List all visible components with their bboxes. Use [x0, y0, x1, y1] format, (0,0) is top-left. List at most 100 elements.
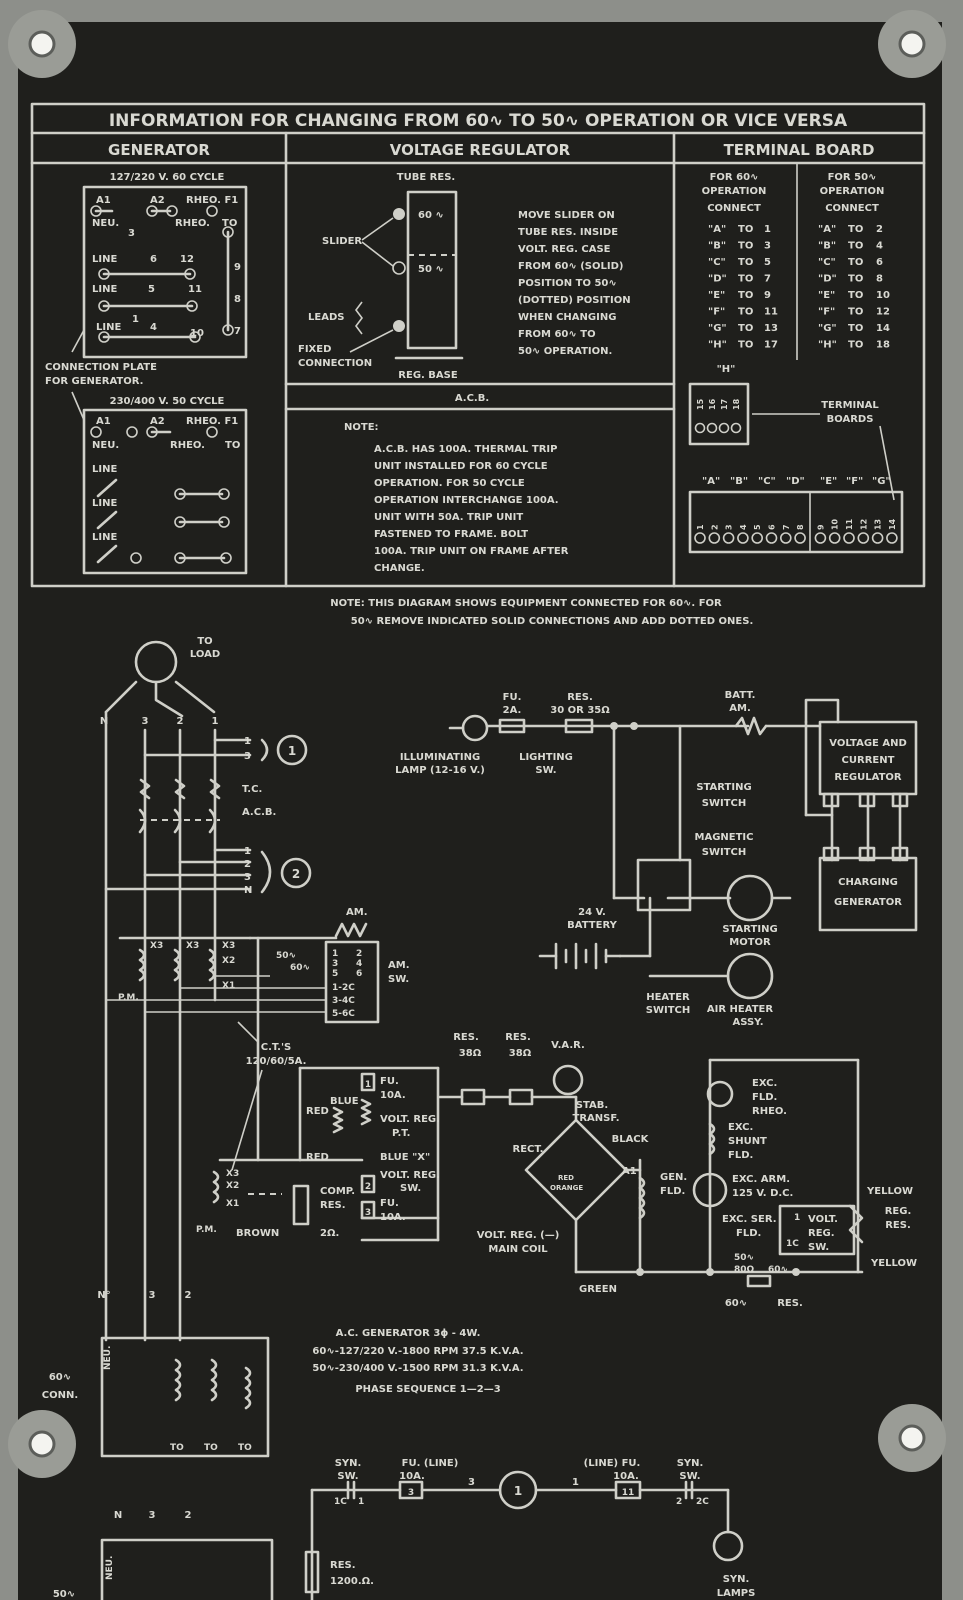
starting-motor-icon	[726, 874, 792, 922]
magnetic-sw-label: SWITCH	[702, 847, 746, 858]
slider-label: SLIDER	[322, 236, 362, 247]
syn-sw-label: SW.	[679, 1471, 700, 1482]
terminal-stud-icon	[90, 205, 234, 343]
res-label: RES.	[567, 692, 593, 703]
connect-to: TO	[738, 257, 753, 268]
meter-number: 1	[514, 1484, 522, 1498]
connect-to: TO	[848, 290, 863, 301]
batt-am-label: AM.	[729, 703, 751, 714]
connect-number: 10	[876, 290, 890, 301]
ct-tap: X3	[226, 1169, 239, 1179]
res-label: 60∿	[725, 1298, 747, 1309]
terminal-number: 4	[739, 524, 748, 530]
terminal-label: RHEO. F1	[186, 416, 238, 427]
tube-res-label: TUBE RES.	[397, 172, 455, 183]
comp-res-icon	[292, 1184, 310, 1226]
ammeter-icon	[334, 922, 368, 938]
connect-number: 8	[876, 274, 883, 285]
terminal-stud-icon	[828, 532, 841, 544]
connect-letter: "A"	[818, 224, 836, 235]
wire-color: BROWN	[236, 1228, 279, 1239]
generator-winding-icon	[174, 1358, 252, 1410]
ct-tap: X2	[222, 956, 235, 966]
gen-50-label: 230/400 V. 50 CYCLE	[110, 396, 225, 407]
pos-60: 60 ∿	[418, 210, 444, 221]
acb-note-line: OPERATION INTERCHANGE 100A.	[374, 495, 559, 506]
resistor-icon	[746, 1274, 772, 1288]
reg-res-label: REG.	[885, 1206, 912, 1217]
connect-number: 12	[876, 307, 890, 318]
mounting-hole-icon	[878, 1404, 946, 1472]
lamp-label: ILLUMINATING	[400, 752, 480, 763]
conn-60-label: 60∿	[49, 1372, 71, 1383]
instruction-line: FROM 60∿ TO	[518, 329, 596, 340]
terminal-stud-icon	[822, 792, 909, 862]
exc-rheo-icon	[706, 1080, 734, 1108]
exc-rheo-label: FLD.	[752, 1092, 777, 1103]
contact-label: 1C	[786, 1239, 799, 1249]
heater-sw-label: SWITCH	[646, 1005, 690, 1016]
phase-label: 2	[177, 716, 184, 727]
fixed-label: FIXED	[298, 344, 331, 355]
connect-number: 7	[764, 274, 771, 285]
terminal-label: 6	[150, 254, 157, 265]
connect-to: TO	[848, 307, 863, 318]
connect-to: TO	[848, 241, 863, 252]
terminal-number: 15	[696, 398, 705, 410]
terminal-stud-icon	[843, 532, 855, 544]
vr-sw2-label: SW.	[808, 1242, 829, 1253]
fuse-num: 1	[365, 1080, 371, 1090]
terminal-stud-icon	[737, 532, 749, 544]
vr-pt-label: P.T.	[392, 1128, 410, 1139]
terminal-stud-icon	[886, 532, 898, 544]
stab-label: STAB.	[576, 1100, 608, 1111]
terminal-number: 5	[753, 524, 762, 530]
sw-pair: 3-4C	[332, 996, 355, 1006]
acb-note-line: 100A. TRIP UNIT ON FRAME AFTER	[374, 546, 569, 557]
magnetic-switch-icon	[636, 858, 692, 912]
connect-number: 3	[764, 241, 771, 252]
terminal-stud-icon	[765, 532, 778, 544]
terminal-label: 8	[234, 294, 241, 305]
connect-to: TO	[738, 241, 753, 252]
terminal-stud-icon	[857, 532, 870, 544]
connect-heading: CONNECT	[707, 203, 761, 214]
meter-number: 2	[292, 867, 300, 881]
ct-tap: X2	[226, 1181, 239, 1191]
terminal-label: LINE	[96, 322, 121, 333]
connect-letter: "D"	[818, 274, 837, 285]
connect-letter: "F"	[708, 307, 725, 318]
terminal-number: 9	[816, 524, 825, 530]
stab-label: TRANSF.	[573, 1113, 620, 1124]
connect-number: 11	[764, 307, 778, 318]
res-tap: 50∿	[734, 1253, 754, 1263]
wire-color: BLUE "X"	[380, 1152, 430, 1163]
mounting-hole-icon	[878, 10, 946, 78]
acb-heading: A.C.B.	[455, 393, 489, 404]
fuse-line-label: 10A.	[613, 1471, 639, 1482]
pos-50: 50 ∿	[418, 264, 444, 275]
to-load-label: TO	[197, 636, 212, 647]
fuse-label: FU.	[380, 1076, 399, 1087]
res-1200-label: RES.	[330, 1560, 356, 1571]
resistor-icon	[332, 1106, 344, 1134]
terminal-label: A1	[96, 416, 111, 427]
terminal-stud-icon	[779, 532, 792, 544]
meter-2-icon	[260, 850, 312, 894]
terminal-letter: "C"	[758, 476, 776, 487]
fixed-label: CONNECTION	[298, 358, 372, 369]
neu-label: NEU.	[105, 1556, 115, 1580]
terminal-label: LINE	[92, 254, 117, 265]
meter-conn-label: 3	[244, 872, 251, 883]
connect-number: 4	[876, 241, 883, 252]
res-label: 30 OR 35Ω	[550, 705, 610, 716]
leads-label: LEADS	[308, 312, 344, 323]
res-tap: 80Ω	[734, 1265, 755, 1275]
terminal-label: TO	[222, 218, 237, 229]
res-label: RES.	[453, 1032, 479, 1043]
instruction-line: WHEN CHANGING	[518, 312, 616, 323]
reg-res-icon	[848, 1204, 864, 1244]
terminal-label: LINE	[92, 532, 117, 543]
magnetic-sw-label: MAGNETIC	[695, 832, 754, 843]
comp-res-label: 2Ω.	[320, 1228, 339, 1239]
